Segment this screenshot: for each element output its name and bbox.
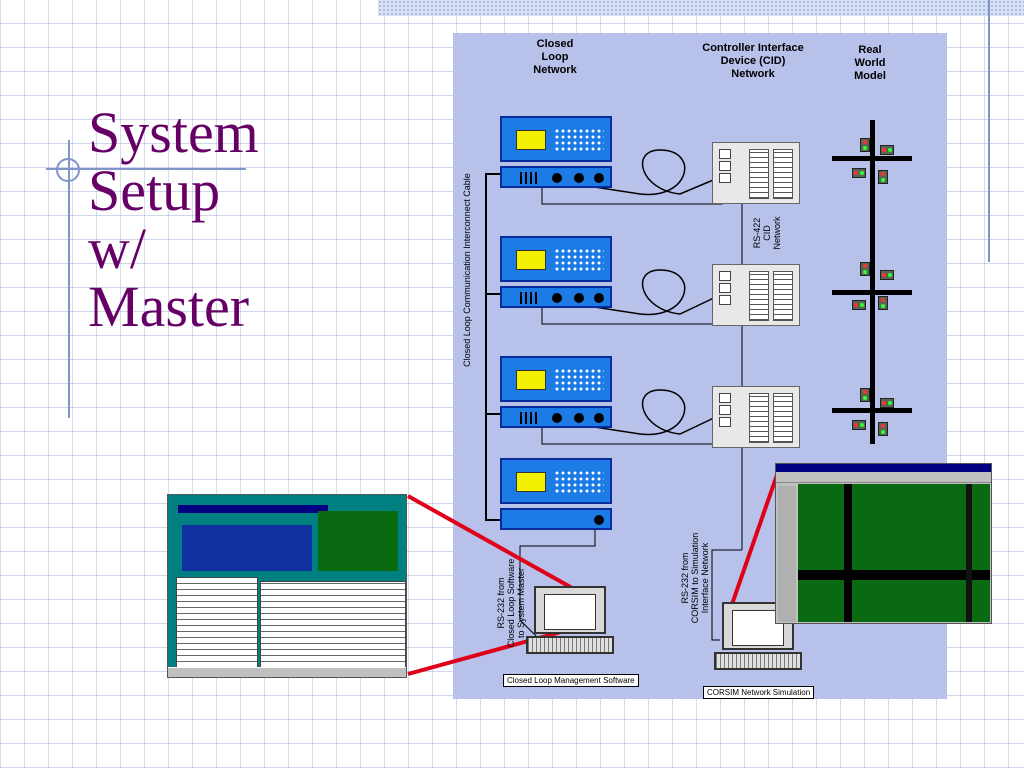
loop-cable — [574, 389, 719, 436]
interconnect-cable-label: Closed Loop Communication Interconnect C… — [462, 173, 472, 367]
road-horizontal — [832, 408, 912, 413]
rs232-corsim-cable — [711, 549, 742, 641]
loop-cable — [574, 149, 719, 196]
top-dotted-band — [378, 0, 1024, 16]
decor-vertical-line-left — [68, 140, 70, 418]
road-horizontal — [832, 290, 912, 295]
cid-device — [712, 264, 800, 326]
rs232-master-cable — [519, 520, 596, 641]
column-header-real-world: Real World Model — [854, 44, 886, 82]
traffic-signal — [860, 138, 870, 152]
caption-corsim-simulation: CORSIM Network Simulation — [703, 686, 815, 699]
rs232-master-label: RS-232 from Closed Loop Software to Syst… — [496, 558, 526, 648]
interconnect-cable — [485, 173, 505, 521]
decor-ring — [56, 158, 80, 182]
title-line: Setup — [88, 158, 221, 223]
caption-management-software: Closed Loop Management Software — [503, 674, 639, 687]
column-header-closed-loop: Closed Loop Network — [533, 38, 577, 76]
traffic-signal — [880, 398, 894, 408]
cid-device — [712, 386, 800, 448]
traffic-signal — [860, 388, 870, 402]
title-line: Master — [88, 274, 250, 339]
cid-device — [712, 142, 800, 204]
title-line: w/ — [88, 216, 146, 281]
slide-title: System Setup w/ Master — [88, 104, 308, 336]
traffic-signal — [878, 296, 888, 310]
rs232-corsim-label: RS-232 from CORSIM to Simulation Interfa… — [680, 532, 710, 624]
road-horizontal — [832, 156, 912, 161]
traffic-signal — [852, 420, 866, 430]
screenshot-closed-loop-software — [167, 494, 407, 678]
loop-cable — [574, 269, 719, 316]
traffic-signal — [860, 262, 870, 276]
traffic-signal — [880, 270, 894, 280]
traffic-signal — [878, 170, 888, 184]
traffic-signal — [852, 168, 866, 178]
callout-line — [407, 494, 591, 600]
traffic-signal — [852, 300, 866, 310]
title-line: System — [88, 100, 259, 165]
column-header-cid: Controller Interface Device (CID) Networ… — [702, 42, 804, 80]
callout-line — [728, 471, 780, 611]
road-vertical — [870, 120, 875, 444]
traffic-signal — [880, 145, 894, 155]
traffic-signal — [878, 422, 888, 436]
screenshot-corsim-simulation — [775, 463, 992, 624]
decor-horizontal-line — [46, 168, 246, 170]
rs422-label: RS-422 CID Network — [752, 216, 782, 250]
decor-vertical-line-right — [988, 0, 990, 262]
